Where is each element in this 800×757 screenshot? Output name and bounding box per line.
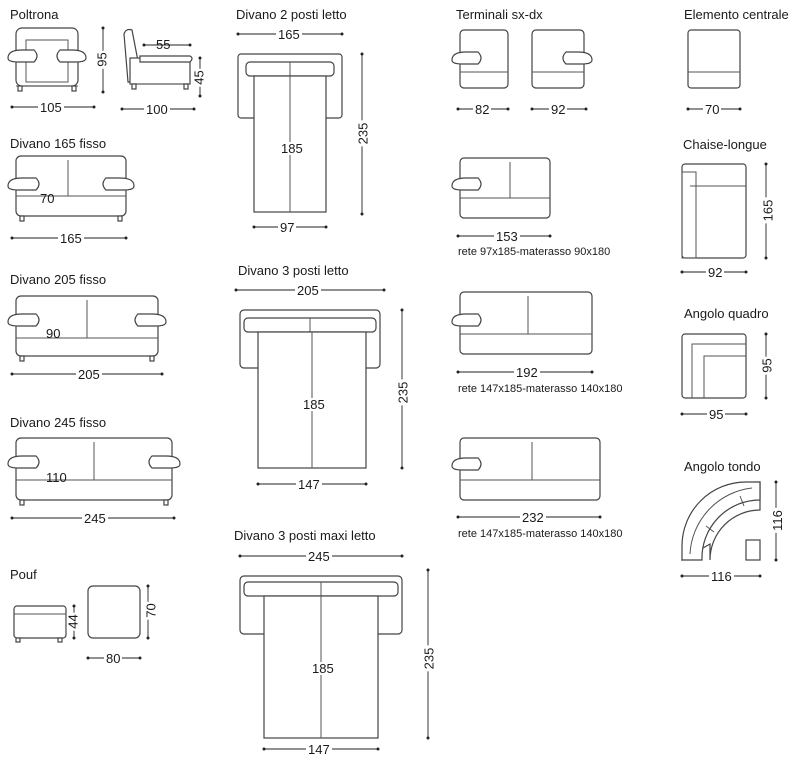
dim-pouf-depth: 70 (143, 601, 159, 620)
terminale-192-drawing (451, 291, 593, 355)
title-divano-3-letto: Divano 3 posti letto (238, 263, 349, 278)
divano-3-maxi-letto-drawing (239, 575, 403, 739)
dim-terminale-sx: 82 (473, 102, 492, 117)
divano-3-letto-drawing (239, 309, 381, 469)
angolo-tondo-drawing (681, 481, 761, 562)
dim-divano-165-width: 165 (58, 231, 84, 246)
dim-chaise-depth: 165 (760, 197, 776, 224)
title-divano-165: Divano 165 fisso (10, 136, 107, 151)
dim-divano-205-depth: 90 (46, 326, 61, 341)
note-terminale-232: rete 147x185-materasso 140x180 (458, 528, 623, 540)
title-divano-245: Divano 245 fisso (10, 415, 107, 430)
dim-pouf-height: 44 (65, 612, 81, 631)
note-terminale-153: rete 97x185-materasso 90x180 (458, 246, 611, 258)
pouf-top-drawing (87, 585, 141, 639)
dim-angolo-quadro-width: 95 (707, 407, 726, 422)
dim-poltrona-seat-height: 45 (191, 68, 207, 87)
terminale-153-drawing (451, 157, 551, 219)
dim-terminale-232: 232 (520, 510, 546, 525)
dim-maxi-letto-length: 185 (311, 661, 335, 676)
terminale-dx-drawing (531, 29, 593, 89)
note-terminale-192: rete 147x185-materasso 140x180 (458, 383, 623, 395)
dim-letto-2-length: 185 (280, 141, 304, 156)
title-terminali: Terminali sx-dx (456, 7, 543, 22)
dim-poltrona-depth: 100 (144, 102, 170, 117)
title-angolo-tondo: Angolo tondo (684, 459, 761, 474)
dim-angolo-tondo-width: 116 (709, 569, 734, 584)
title-poltrona: Poltrona (10, 7, 59, 22)
dim-maxi-letto-bed: 147 (306, 742, 332, 757)
divano-2-letto-drawing (237, 53, 343, 213)
dim-divano-165-depth: 70 (40, 191, 55, 206)
dim-letto-2-open: 235 (355, 120, 371, 147)
dim-elemento-centrale: 70 (703, 102, 722, 117)
dim-letto-3-length: 185 (302, 397, 326, 412)
dim-poltrona-seat: 55 (156, 37, 171, 52)
dim-terminale-dx: 92 (549, 102, 568, 117)
pouf-side-drawing (13, 605, 67, 643)
poltrona-side-drawing (123, 28, 193, 90)
divano-165-drawing (7, 155, 135, 222)
terminale-232-drawing (451, 437, 601, 501)
title-chaise-longue: Chaise-longue (683, 137, 767, 152)
title-divano-2-letto: Divano 2 posti letto (236, 7, 347, 22)
dim-terminale-192: 192 (514, 365, 540, 380)
dim-poltrona-height: 95 (94, 50, 110, 69)
divano-205-drawing (7, 295, 167, 362)
dim-letto-2-bed: 97 (278, 220, 297, 235)
dim-maxi-letto-open: 235 (421, 645, 437, 672)
dim-divano-245-depth: 110 (46, 470, 67, 485)
dim-letto-3-width: 205 (295, 283, 321, 298)
dim-divano-245-width: 245 (82, 511, 108, 526)
dim-letto-2-width: 165 (276, 27, 302, 42)
dim-divano-205-width: 205 (76, 367, 102, 382)
dim-maxi-letto-width: 245 (306, 549, 332, 564)
dim-chaise-width: 92 (706, 265, 725, 280)
terminale-sx-drawing (451, 29, 509, 89)
dim-angolo-quadro-depth: 95 (759, 356, 775, 375)
divano-245-drawing (7, 437, 181, 506)
poltrona-front-drawing (7, 27, 87, 92)
chaise-longue-drawing (681, 163, 747, 259)
dim-letto-3-bed: 147 (296, 477, 322, 492)
dim-angolo-tondo-depth: 116 (769, 508, 785, 533)
title-divano-3-maxi-letto: Divano 3 posti maxi letto (234, 528, 376, 543)
title-divano-205: Divano 205 fisso (10, 272, 107, 287)
dim-pouf-width: 80 (104, 651, 123, 666)
title-angolo-quadro: Angolo quadro (684, 306, 769, 321)
title-pouf: Pouf (10, 567, 37, 582)
title-elemento-centrale: Elemento centrale (684, 7, 789, 22)
angolo-quadro-drawing (681, 333, 747, 399)
dim-poltrona-width: 105 (38, 100, 64, 115)
elemento-centrale-drawing (687, 29, 741, 89)
dim-letto-3-open: 235 (395, 379, 411, 406)
dim-terminale-153: 153 (494, 229, 520, 244)
